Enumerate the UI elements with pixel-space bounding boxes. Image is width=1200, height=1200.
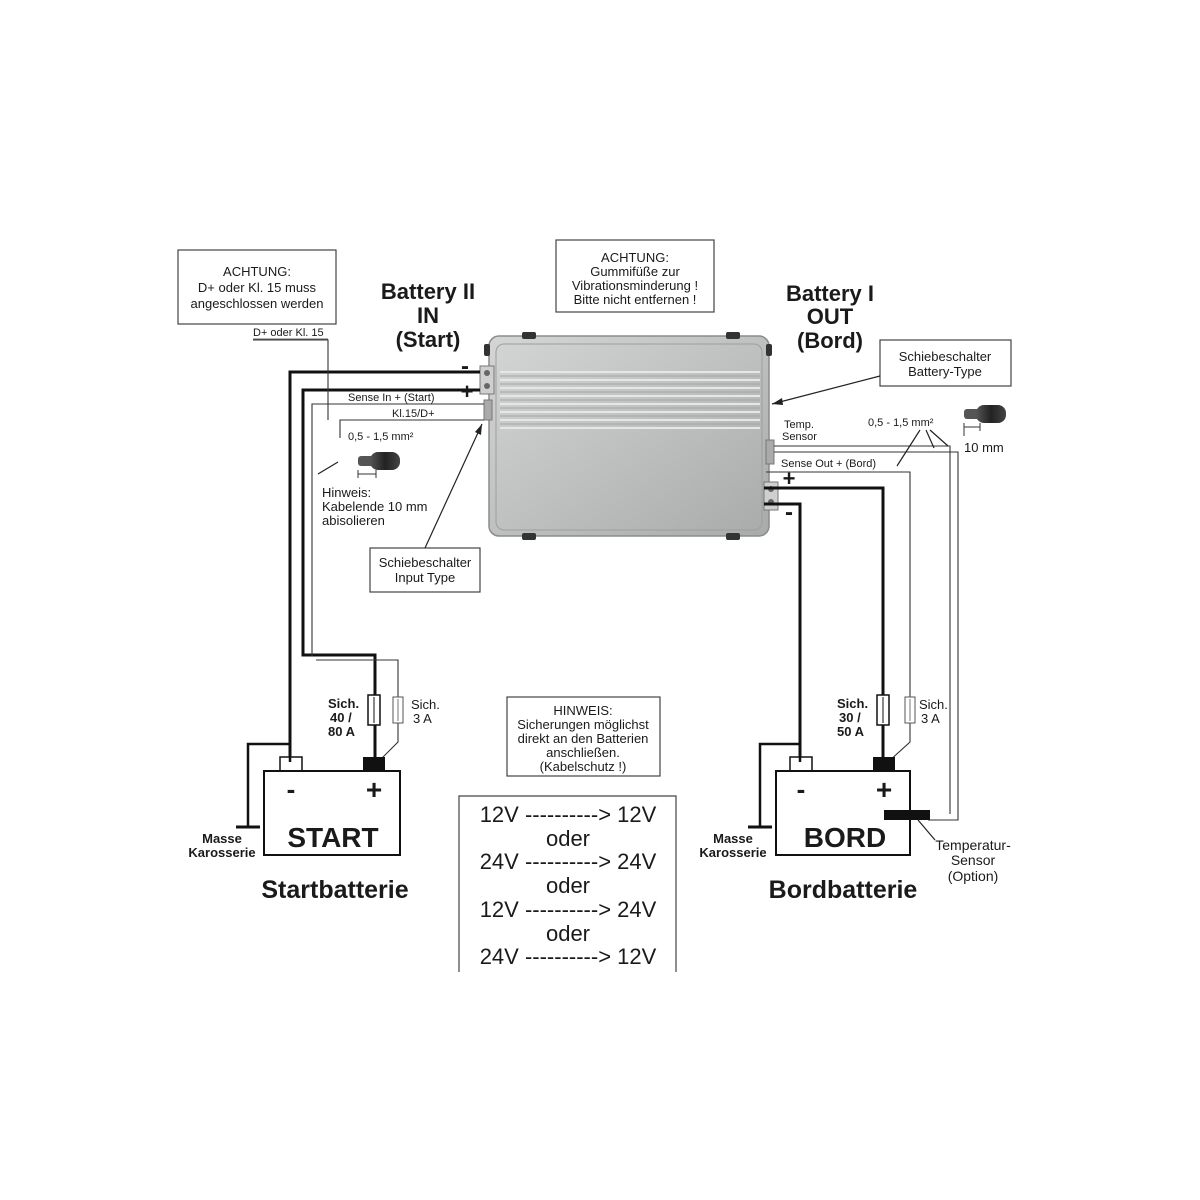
output-plus-sign: +: [783, 466, 796, 491]
voltage-row-1: 12V ----------> 12V: [480, 802, 657, 827]
label-temp-sensor-2: Sensor: [782, 431, 817, 443]
battery-start-plus: +: [366, 774, 382, 805]
small-fuse-right-label-2: 3 A: [921, 711, 940, 726]
sense-connector-right: [765, 439, 775, 465]
wires: [253, 339, 959, 821]
label-cross-right: 0,5 - 1,5 mm²: [868, 417, 934, 429]
label-kl15: Kl.15/D+: [392, 408, 435, 420]
voltage-sep-1: oder: [546, 826, 590, 851]
warning-dplus-line1: ACHTUNG:: [223, 264, 291, 279]
converter-device: [479, 332, 779, 540]
small-fuse-right-label-1: Sich.: [919, 697, 948, 712]
voltage-row-3: 12V ----------> 24V: [480, 897, 657, 922]
hint-fuses-line3: direkt an den Batterien: [518, 731, 649, 746]
hint-fuses-line1: HINWEIS:: [553, 703, 612, 718]
battery-bord-label: BORD: [804, 822, 886, 853]
small-fuse-left-label-2: 3 A: [413, 711, 432, 726]
label-temp-sensor-1: Temp.: [784, 419, 814, 431]
hint-strip-line3: abisolieren: [322, 513, 385, 528]
battery-start-minus: -: [287, 774, 296, 804]
hint-strip: Hinweis: Kabelende 10 mm abisolieren: [322, 485, 428, 528]
switch-input-type-line1: Schiebeschalter: [379, 555, 472, 570]
output-minus-sign: -: [785, 499, 793, 526]
main-fuse-left-label-1: Sich.: [328, 696, 359, 711]
battery-bord-plus: +: [876, 774, 892, 805]
label-sense-in: Sense In + (Start): [348, 392, 435, 404]
battery-start: - + START Startbatterie Masse Karosserie: [188, 742, 409, 904]
hint-strip-line1: Hinweis:: [322, 485, 371, 500]
ground-left-line2: Karosserie: [188, 845, 255, 860]
warning-feet-box: ACHTUNG: Gummifüße zur Vibrationsminderu…: [555, 239, 715, 313]
input-heading-line1: Battery II: [381, 279, 475, 304]
voltage-sep-2: oder: [546, 873, 590, 898]
input-plus-sign: +: [461, 379, 474, 404]
rubber-feet: [484, 332, 772, 540]
warning-feet-line1: ACHTUNG:: [601, 250, 669, 265]
voltage-options-box: 12V ----------> 12V oder 24V ---------->…: [458, 795, 677, 972]
warning-dplus-box: ACHTUNG: D+ oder Kl. 15 muss angeschloss…: [177, 249, 337, 325]
output-terminal-block: [763, 481, 779, 511]
warning-dplus-line3: angeschlossen werden: [191, 296, 324, 311]
warning-feet-line3: Vibrationsminderung !: [572, 278, 698, 293]
warning-feet-line4: Bitte nicht entfernen !: [574, 292, 697, 307]
battery-start-caption: Startbatterie: [261, 876, 408, 904]
label-cross-left: 0,5 - 1,5 mm²: [348, 431, 414, 443]
main-fuse-right-label-1: Sich.: [837, 696, 868, 711]
main-fuse-right-label-3: 50 A: [837, 724, 865, 739]
small-fuse-left-label-1: Sich.: [411, 697, 440, 712]
main-fuse-right-label-2: 30 /: [839, 710, 861, 725]
voltage-row-2: 24V ----------> 24V: [480, 849, 657, 874]
battery-bord-minus: -: [797, 774, 806, 804]
output-heading-line2: OUT: [807, 304, 854, 329]
sense-connector-left: [483, 399, 493, 421]
hint-fuses-box: HINWEIS: Sicherungen möglichst direkt an…: [506, 696, 661, 777]
temperature-sensor-bar: [884, 810, 930, 820]
hint-strip-line2: Kabelende 10 mm: [322, 499, 428, 514]
main-fuse-left-label-3: 80 A: [328, 724, 356, 739]
ground-right-line2: Karosserie: [699, 845, 766, 860]
battery-bord: - + BORD Bordbatterie Masse Karosserie T…: [699, 742, 1011, 904]
switch-battery-type-line2: Battery-Type: [908, 364, 982, 379]
hint-fuses-line2: Sicherungen möglichst: [517, 717, 649, 732]
wire-labels: D+ oder Kl. 15 Sense In + (Start) Kl.15/…: [253, 327, 1004, 475]
battery-bord-caption: Bordbatterie: [769, 876, 918, 904]
switch-battery-type-box: Schiebeschalter Battery-Type: [771, 339, 1012, 405]
temp-sensor-line2: Sensor: [951, 852, 996, 868]
switch-input-type-box: Schiebeschalter Input Type: [369, 423, 483, 593]
fuses-right: Sich. 30 / 50 A Sich. 3 A: [837, 694, 948, 739]
label-sense-out: Sense Out + (Bord): [781, 458, 876, 470]
output-heading-line1: Battery I: [786, 281, 874, 306]
input-terminal-block: [479, 365, 495, 395]
ground-left-line1: Masse: [202, 831, 242, 846]
input-heading-line2: IN: [417, 303, 439, 328]
hint-fuses-line4: anschließen.: [546, 745, 620, 760]
output-heading-line3: (Bord): [797, 328, 863, 353]
temp-sensor-line3: (Option): [948, 868, 999, 884]
voltage-sep-3: oder: [546, 921, 590, 946]
fuses-left: Sich. 40 / 80 A Sich. 3 A: [328, 694, 440, 739]
cable-strip-icon-right: [963, 405, 1006, 436]
output-heading: Battery I OUT (Bord): [786, 281, 874, 353]
hint-fuses-line5: (Kabelschutz !): [540, 759, 627, 774]
cooling-ribs: [500, 371, 760, 429]
voltage-row-4: 24V ----------> 12V: [480, 944, 657, 969]
ground-right-line1: Masse: [713, 831, 753, 846]
switch-input-type-line2: Input Type: [395, 570, 455, 585]
switch-battery-type-line1: Schiebeschalter: [899, 349, 992, 364]
battery-start-label: START: [287, 822, 378, 853]
label-strip-right: 10 mm: [964, 440, 1004, 455]
input-heading: Battery II IN (Start): [381, 279, 475, 352]
temp-sensor-line1: Temperatur-: [935, 837, 1011, 853]
cable-strip-icon-left: [357, 452, 400, 478]
warning-dplus-line2: D+ oder Kl. 15 muss: [198, 280, 317, 295]
main-fuse-left-label-2: 40 /: [330, 710, 352, 725]
warning-feet-line2: Gummifüße zur: [590, 264, 680, 279]
input-heading-line3: (Start): [396, 327, 461, 352]
label-dplus: D+ oder Kl. 15: [253, 327, 324, 339]
device-terminal-signs: - + + -: [461, 353, 796, 526]
input-minus-sign: -: [461, 353, 469, 380]
